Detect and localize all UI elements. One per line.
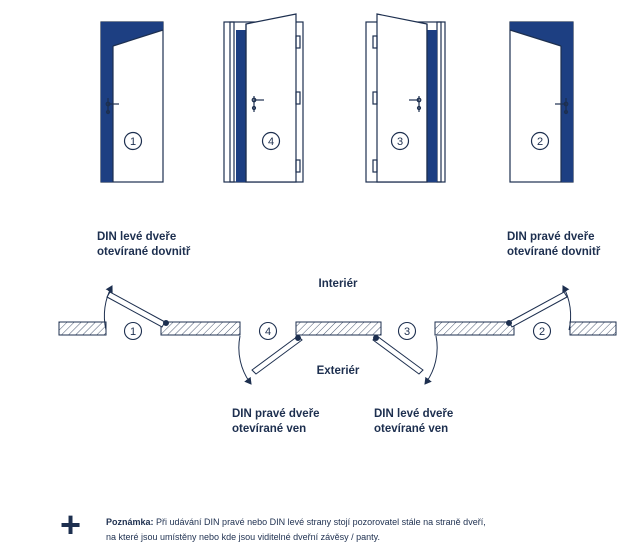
door-number-2: 2 xyxy=(537,136,543,148)
plan-number-3: 3 xyxy=(404,326,410,338)
door-number-4-circle xyxy=(261,131,281,151)
door-number-4: 4 xyxy=(268,136,274,148)
note-title: Poznámka: xyxy=(106,517,154,527)
door-number-1: 1 xyxy=(130,136,136,148)
door-number-1-circle xyxy=(123,131,143,151)
plan-walls xyxy=(58,321,617,336)
label-din-left-outward: DIN levé dveře otevírané ven xyxy=(374,408,454,435)
door-number-2-circle xyxy=(530,131,550,151)
note-text: Poznámka: Při udávání DIN pravé nebo DIN… xyxy=(106,515,486,545)
door-elevation-1 xyxy=(100,21,164,183)
label-din-right-outward: DIN pravé dveře otevírané ven xyxy=(232,408,320,435)
door-number-3-circle xyxy=(390,131,410,151)
plan-number-circles xyxy=(123,321,552,341)
plan-number-4: 4 xyxy=(265,326,271,338)
door-elevation-4 xyxy=(223,13,304,183)
door-number-3: 3 xyxy=(397,136,403,148)
door-elevation-2 xyxy=(509,21,574,183)
plan-number-2: 2 xyxy=(539,326,545,338)
label-din-left-inward: DIN levé dveře otevírané dovnitř xyxy=(97,231,191,258)
exterior-label: Exteriér xyxy=(317,365,360,377)
plan-doors xyxy=(103,285,572,385)
note-body: Při udávání DIN pravé nebo DIN levé stra… xyxy=(106,517,486,542)
label-din-right-inward: DIN pravé dveře otevírané dovnitř xyxy=(507,231,601,258)
interior-label: Interiér xyxy=(319,278,359,290)
plan-number-1: 1 xyxy=(130,326,136,338)
door-elevation-3 xyxy=(365,13,446,183)
plus-icon: + xyxy=(60,504,82,545)
